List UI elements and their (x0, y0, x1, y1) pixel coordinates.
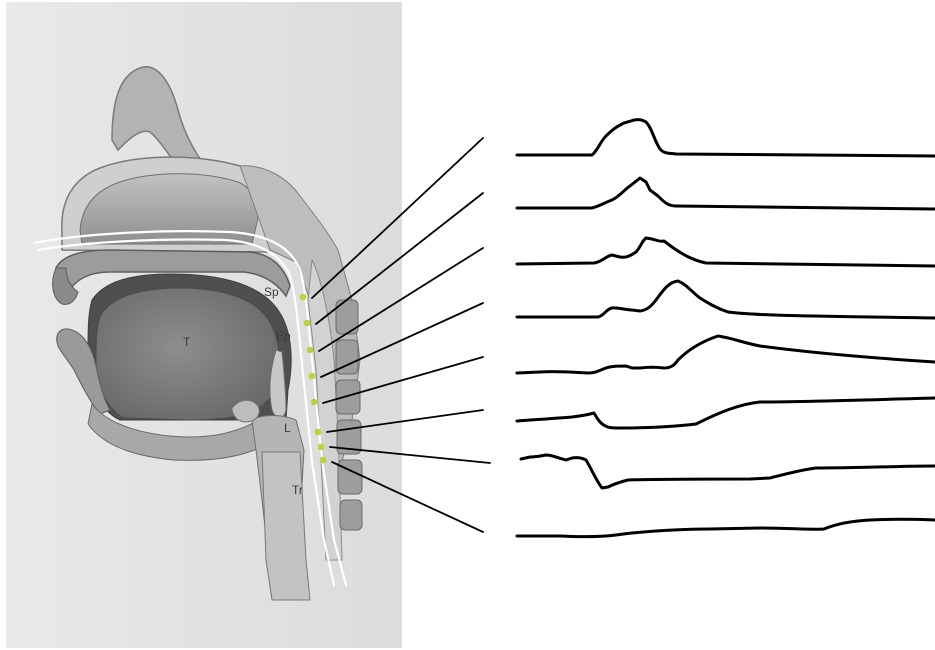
hyoid-area (232, 400, 259, 422)
sensor-2 (304, 320, 311, 327)
sensor-6 (315, 429, 322, 436)
sensor-3 (307, 347, 314, 354)
sensor-4 (309, 373, 316, 380)
pressure-trace-4 (517, 281, 935, 318)
pressure-trace-8 (517, 519, 935, 536)
label-soft-palate: Sp (264, 285, 279, 299)
label-tongue: T (183, 335, 191, 349)
sensor-1 (300, 294, 307, 301)
label-trachea: Tr (292, 483, 303, 497)
pressure-trace-1 (517, 120, 935, 156)
anatomy-illustration: Sp Ep T L Tr (6, 2, 402, 648)
pressure-traces (517, 120, 935, 537)
sensor-5 (311, 399, 318, 406)
pressure-trace-2 (517, 178, 935, 209)
sensor-8 (320, 457, 327, 464)
pressure-trace-6 (517, 398, 935, 428)
label-epiglottis: Ep (276, 329, 291, 343)
sensor-7 (318, 444, 325, 451)
pressure-trace-5 (517, 336, 935, 373)
tongue (96, 288, 279, 420)
label-larynx: L (284, 421, 291, 435)
pressure-trace-7 (521, 455, 935, 488)
pressure-trace-3 (517, 238, 935, 266)
